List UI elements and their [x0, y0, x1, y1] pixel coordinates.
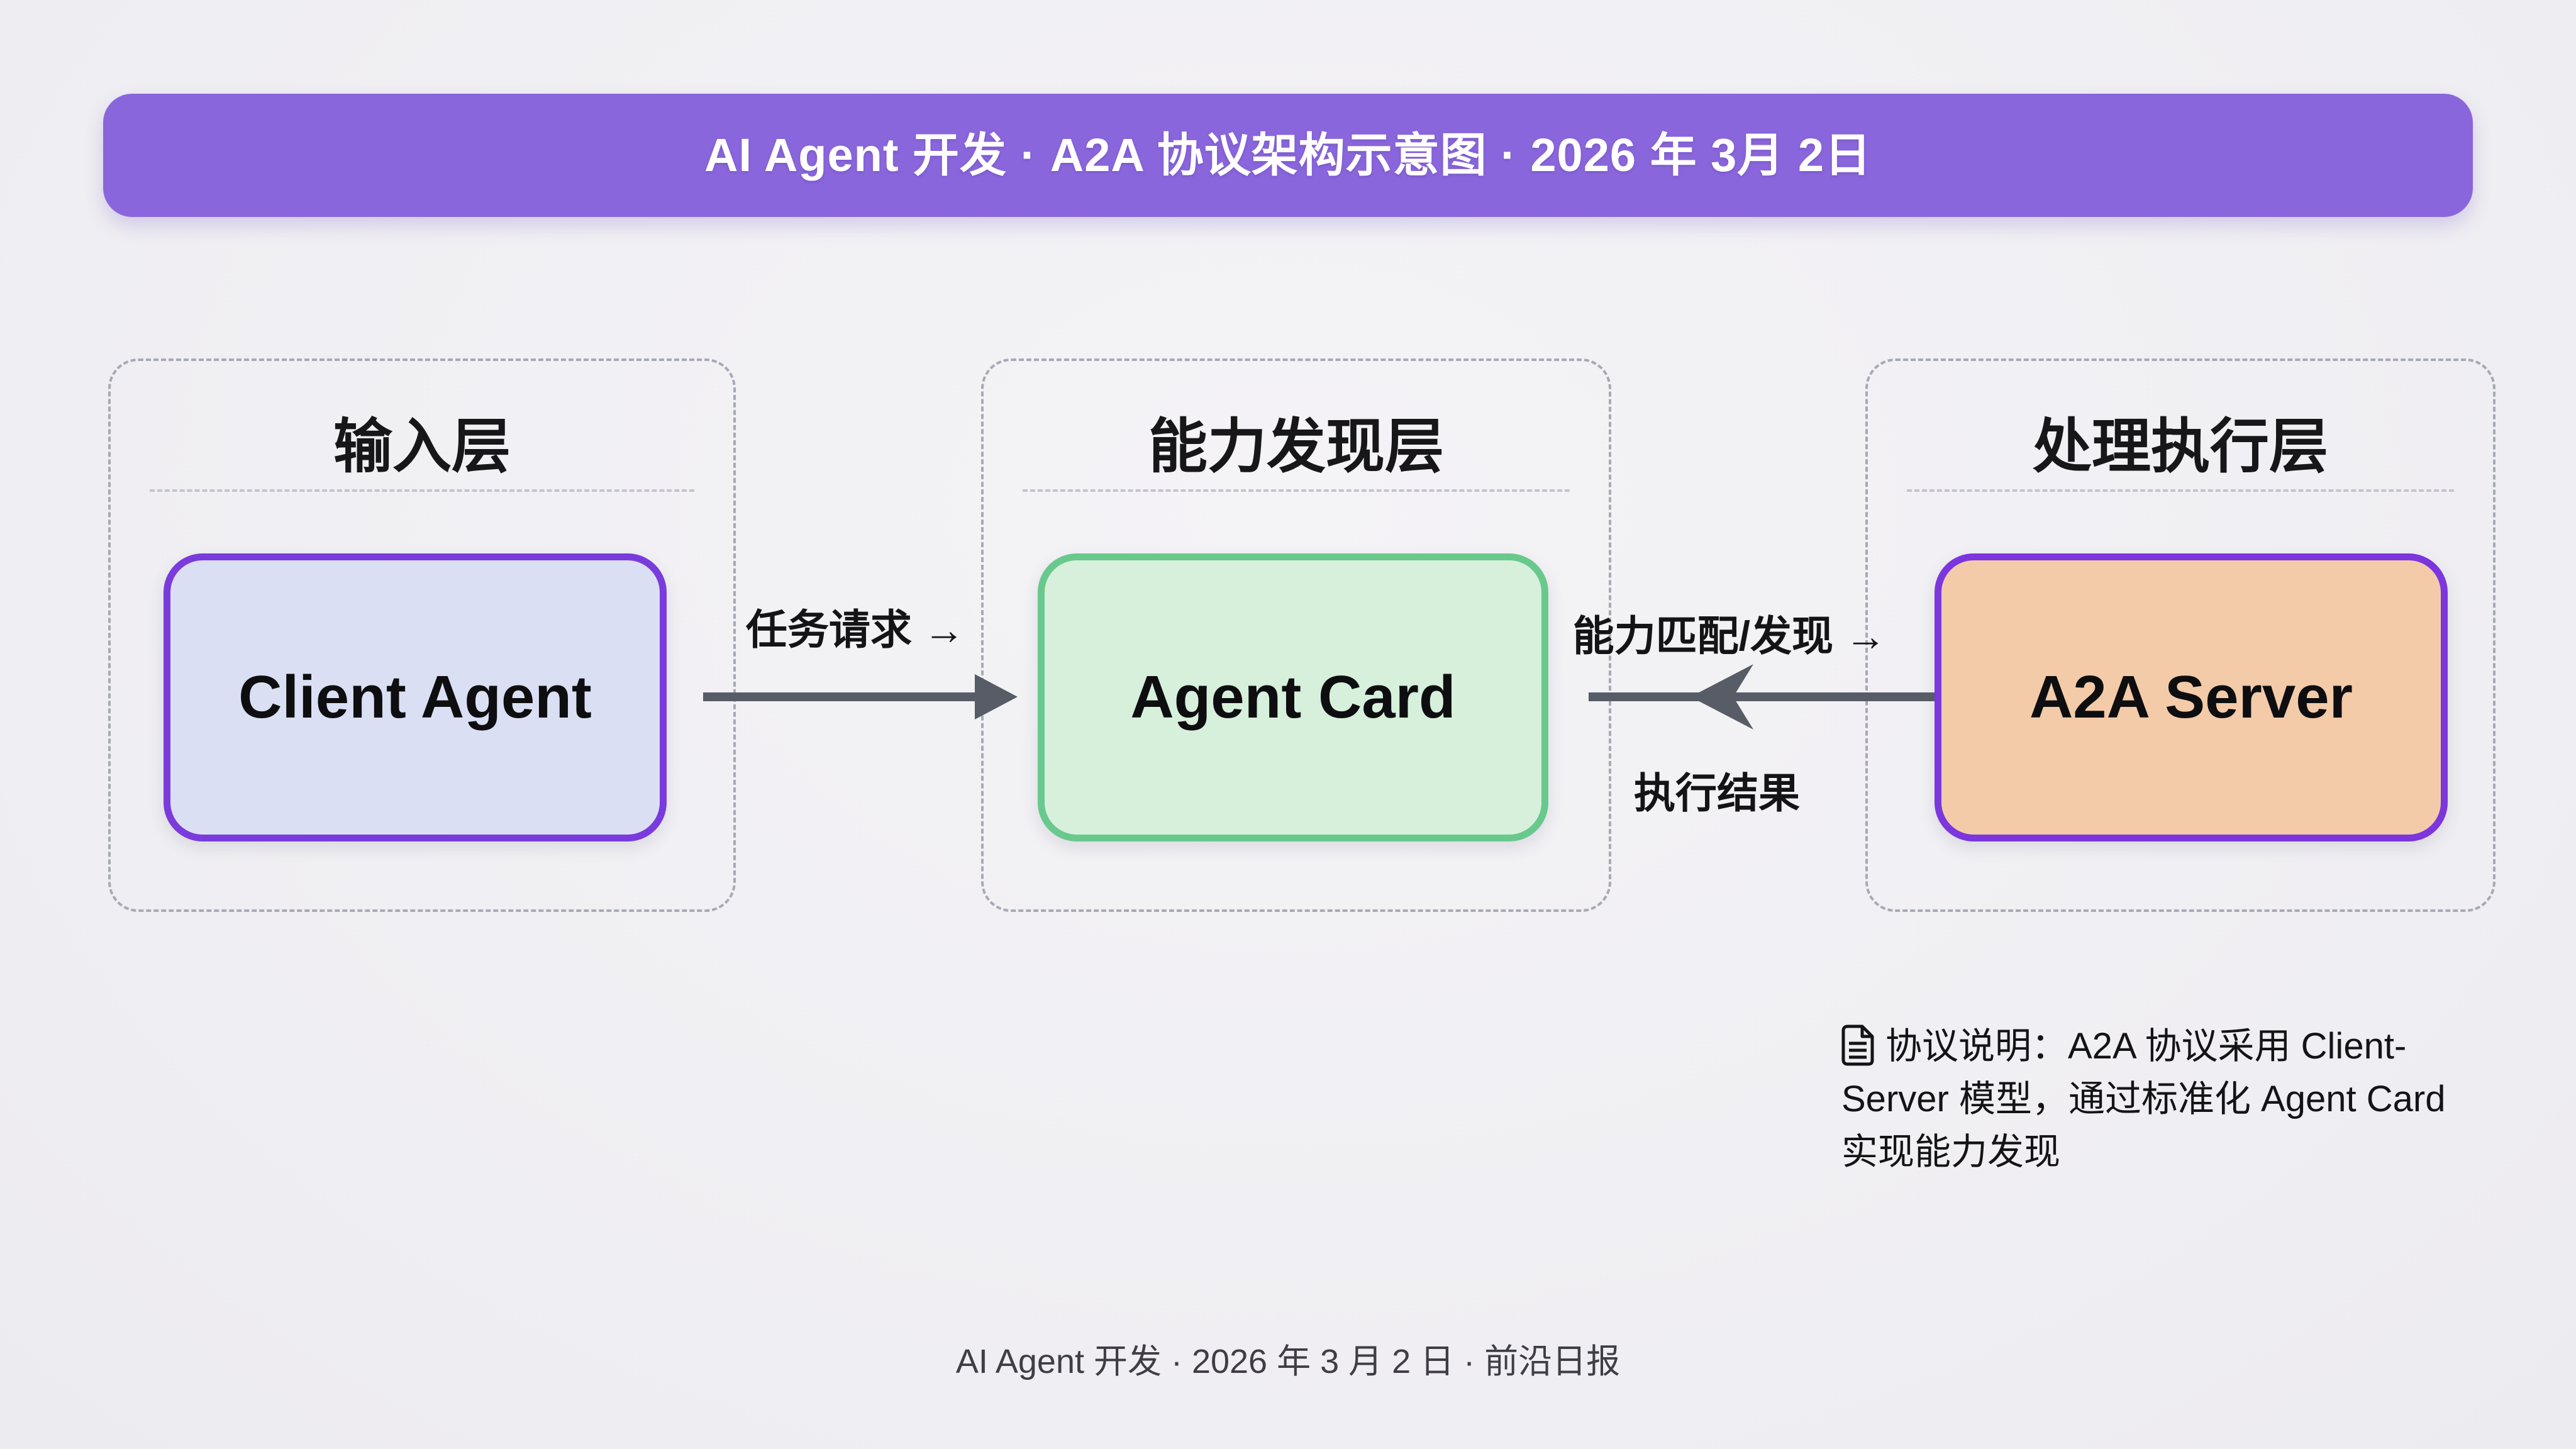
note-text-line-1: 协议说明：A2A 协议采用 Client- [1885, 1026, 2407, 1067]
flow-label-execution-result: 执行结果 [1634, 770, 1800, 816]
layer-container-discovery: 能力发现层 [981, 358, 1611, 912]
node-agent-card: Agent Card [1038, 553, 1548, 841]
layer-container-input: 输入层 [108, 358, 736, 912]
protocol-note: 协议说明：A2A 协议采用 Client- Server 模型，通过标准化 Ag… [1841, 1020, 2521, 1179]
note-line-2: Server 模型，通过标准化 Agent Card [1841, 1079, 2446, 1119]
layer-title-input: 输入层 [333, 413, 511, 479]
node-label-a2a-server: A2A Server [2029, 663, 2353, 731]
layer-divider [150, 489, 694, 492]
page-title: AI Agent 开发 · A2A 协议架构示意图 · 2026 年 3月 2日 [704, 129, 1872, 181]
layer-title-execution: 处理执行层 [2032, 413, 2328, 479]
layer-divider [1023, 489, 1570, 492]
flow-label-capability-match: 能力匹配/发现 → [1572, 613, 1887, 659]
node-a2a-server: A2A Server [1935, 553, 2448, 841]
arrow-right-task-request [703, 674, 1018, 719]
layer-divider [1907, 489, 2454, 492]
layer-title-discovery: 能力发现层 [1148, 413, 1444, 479]
footer-caption: AI Agent 开发 · 2026 年 3 月 2 日 · 前沿日报 [955, 1343, 1621, 1380]
layer-container-execution: 处理执行层 [1865, 358, 2496, 912]
node-client-agent: Client Agent [164, 553, 667, 841]
header-banner: AI Agent 开发 · A2A 协议架构示意图 · 2026 年 3月 2日 [103, 94, 2473, 217]
document-icon [1841, 1024, 1874, 1066]
note-line-1: 协议说明：A2A 协议采用 Client- [1841, 1020, 2521, 1073]
note-line-3: 实现能力发现 [1841, 1131, 2061, 1172]
node-label-agent-card: Agent Card [1130, 663, 1456, 731]
arrowhead-left-icon [1690, 664, 1753, 730]
flow-label-task-request: 任务请求 → [745, 606, 965, 653]
node-label-client-agent: Client Agent [238, 663, 592, 731]
